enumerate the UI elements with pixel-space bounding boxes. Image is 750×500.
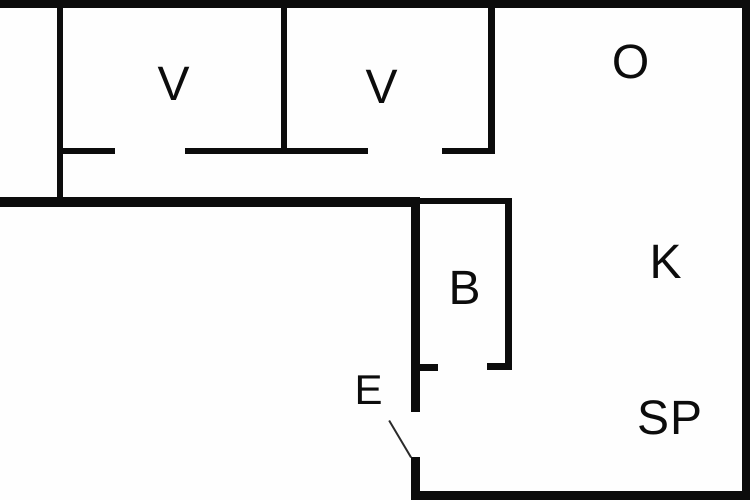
- entrance-label-e: E: [354, 366, 384, 413]
- wall-left-above-entrance: [411, 197, 420, 412]
- wall-b-bottom-left-segment: [411, 364, 438, 371]
- wall-between-v2-and-o: [488, 8, 495, 154]
- wall-b-bottom-right-segment: [487, 363, 512, 370]
- room-label-o: O: [611, 36, 651, 89]
- room-label-b: B: [448, 262, 482, 315]
- entrance-door-swing-line: [388, 420, 412, 458]
- wall-left-strip-divider: [57, 8, 63, 207]
- wall-middle-horizontal: [0, 197, 420, 207]
- wall-v1-v2-door-segment: [185, 148, 368, 154]
- wall-v2-door-right-segment: [442, 148, 495, 154]
- wall-v1-door-left-segment: [57, 148, 115, 154]
- room-label-k: K: [649, 236, 683, 289]
- room-label-sp: SP: [636, 392, 704, 445]
- wall-right-exterior: [742, 0, 750, 500]
- room-label-v2: V: [365, 61, 399, 114]
- wall-b-top: [418, 198, 512, 204]
- wall-left-below-entrance: [411, 457, 420, 500]
- wall-bottom-exterior: [411, 491, 750, 500]
- wall-b-right: [505, 198, 512, 370]
- room-label-v1: V: [157, 58, 191, 111]
- wall-top-exterior: [0, 0, 750, 8]
- wall-between-v-rooms: [281, 8, 287, 154]
